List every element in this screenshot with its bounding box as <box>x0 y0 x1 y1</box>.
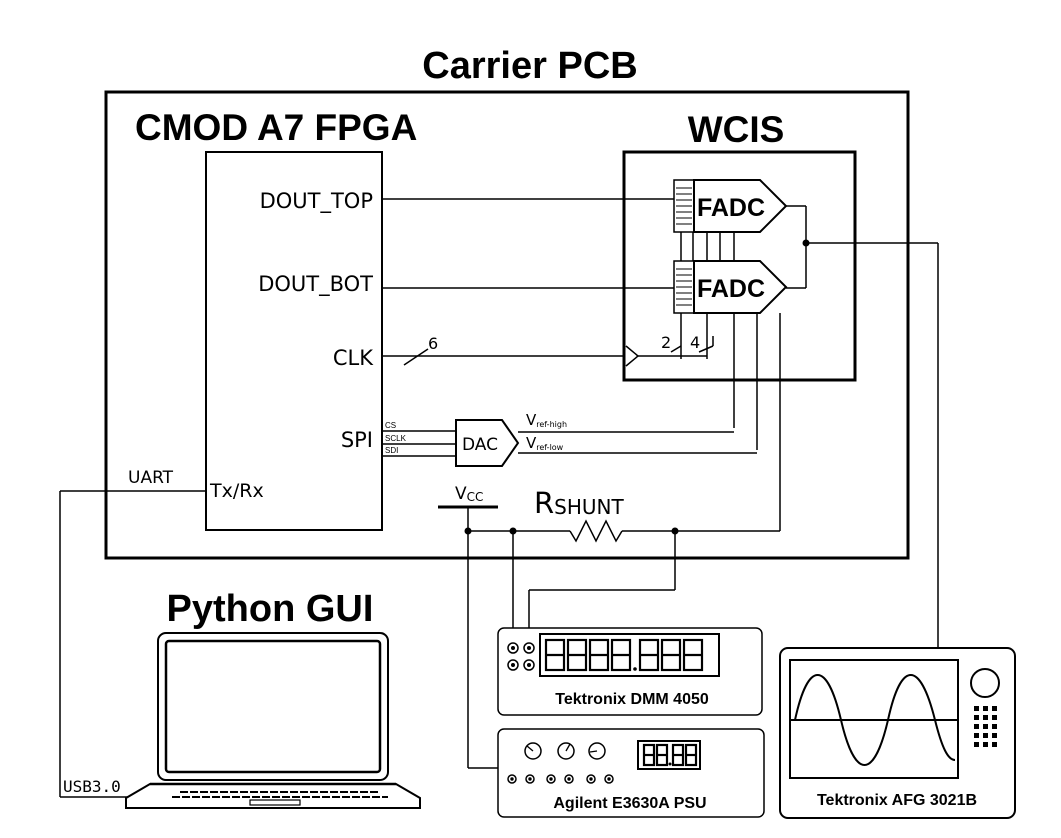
carrier-pcb-title: Carrier PCB <box>422 45 637 87</box>
vref-wires <box>518 431 757 454</box>
pin-dout-top: DOUT_TOP <box>260 189 373 214</box>
afg-label: Tektronix AFG 3021B <box>817 792 977 809</box>
fpga-box <box>205 151 383 531</box>
afg-keypad <box>974 706 997 747</box>
vref-high-label: Vref-high <box>526 411 567 429</box>
pin-clk: CLK <box>333 346 374 370</box>
afg-sine-wave <box>794 674 956 766</box>
adc-top: FADC <box>673 179 788 233</box>
adc-control-wires <box>680 232 758 450</box>
usb-label: USB3.0 <box>63 777 121 796</box>
psu-label: Agilent E3630A PSU <box>553 795 706 812</box>
vcc-label: VCC <box>455 484 483 504</box>
spi-wires <box>382 430 456 457</box>
afg-dial <box>970 668 1000 698</box>
wcis-box <box>622 150 857 382</box>
psu-instrument: Agilent E3630A PSU <box>497 728 765 818</box>
dmm-display-digits <box>544 638 704 672</box>
pin-spi: SPI <box>341 428 373 452</box>
clk-bus-width: 6 <box>428 334 438 353</box>
psu-display-digits <box>642 743 698 767</box>
fpga-title: CMOD A7 FPGA <box>135 107 417 148</box>
python-gui-title: Python GUI <box>167 588 374 630</box>
adc-bottom-label: FADC <box>697 275 765 303</box>
vref-low-label: Vref-low <box>526 434 564 452</box>
adc-bottom: FADC <box>673 260 788 314</box>
dac-label: DAC <box>462 435 498 455</box>
adc-output-wires <box>786 205 939 648</box>
carrier-pcb-box <box>104 90 910 560</box>
uart-label: UART <box>128 468 174 488</box>
laptop-icon <box>125 632 421 809</box>
spi-sclk: SCLK <box>385 434 407 443</box>
pin-dout-bot: DOUT_BOT <box>258 272 373 297</box>
dmm-instrument: Tektronix DMM 4050 <box>497 627 763 716</box>
rshunt-label: RSHUNT <box>534 486 624 520</box>
dac-block <box>455 419 520 467</box>
pin-txrx: Tx/Rx <box>209 480 264 502</box>
spi-cs: CS <box>385 421 396 430</box>
wcis-title: WCIS <box>688 109 785 150</box>
adc-bus-width-b: 4 <box>690 333 700 352</box>
spi-sdi: SDI <box>385 446 398 455</box>
clock-wire <box>382 336 714 367</box>
shunt-wires <box>464 313 781 769</box>
adc-bus-width-a: 2 <box>661 333 671 352</box>
dmm-label: Tektronix DMM 4050 <box>555 691 709 708</box>
adc-top-label: FADC <box>697 194 765 222</box>
psu-terminals <box>507 774 614 784</box>
afg-instrument: Tektronix AFG 3021B <box>779 647 1016 819</box>
